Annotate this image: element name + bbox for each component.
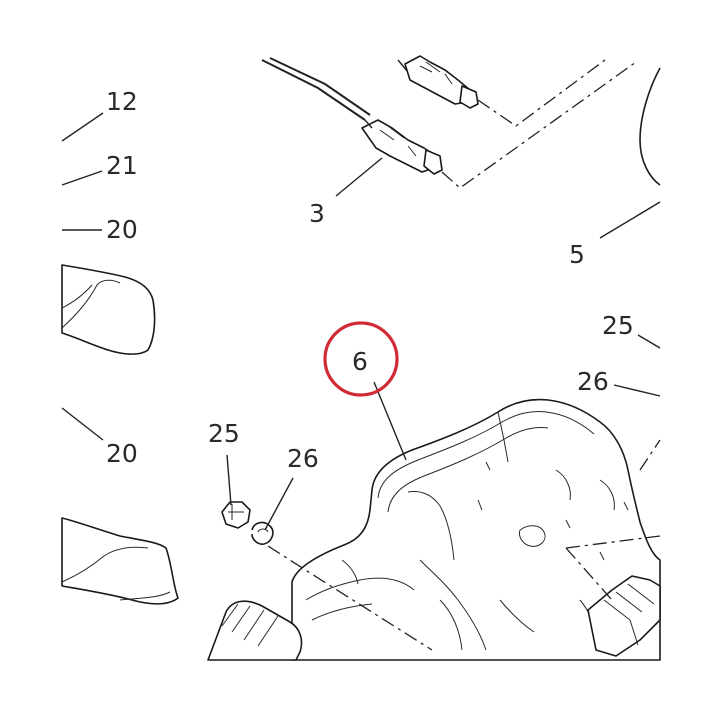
round-housing-part: [639, 67, 661, 186]
callout-25-left: 25: [208, 419, 240, 448]
highlight-circle-6: [323, 321, 399, 397]
alignment-line-top-2: [441, 61, 637, 189]
alignment-line-bolt: [267, 545, 433, 651]
sensor-cable-upper: [261, 55, 479, 121]
callout-20-upper: 20: [106, 215, 138, 244]
left-bracket-upper: [61, 264, 156, 355]
inlet-duct: [207, 600, 303, 661]
right-connector: [587, 575, 661, 657]
callout-25-right: 25: [602, 311, 634, 340]
clip-26: [251, 521, 274, 545]
left-bracket-lower: [61, 517, 179, 605]
callout-26-left: 26: [287, 444, 319, 473]
alignment-line-top-1: [477, 59, 606, 127]
callout-6: 6: [352, 347, 368, 376]
sensor-cable-lower: [361, 119, 443, 175]
bolt-25: [221, 501, 251, 529]
callout-20-lower: 20: [106, 439, 138, 468]
callout-5: 5: [569, 240, 585, 269]
leader-lines: [61, 112, 661, 531]
callout-3: 3: [309, 199, 325, 228]
air-box-housing: [291, 398, 661, 661]
callout-21: 21: [106, 151, 138, 180]
callout-26-right: 26: [577, 367, 609, 396]
alignment-line-right: [565, 439, 661, 601]
callout-12: 12: [106, 87, 138, 116]
